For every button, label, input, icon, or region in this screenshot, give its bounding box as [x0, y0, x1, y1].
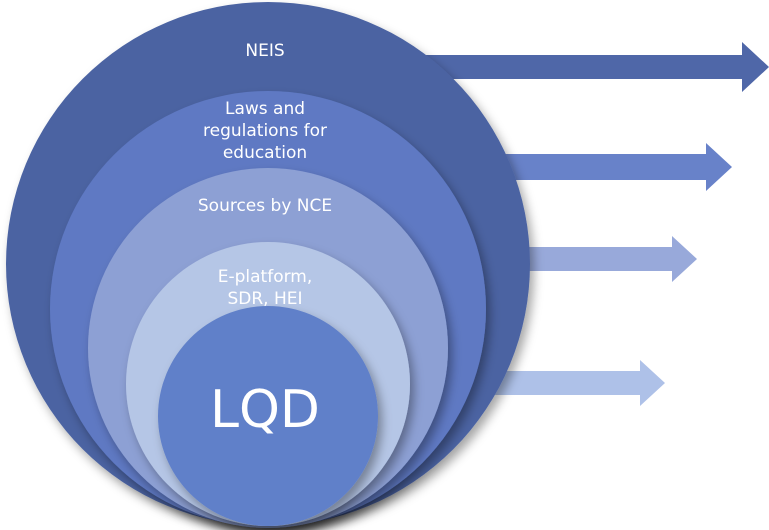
- label-e-platform: E-platform, SDR, HEI: [217, 267, 313, 309]
- label-sources-nce: Sources by NCE: [197, 196, 333, 216]
- label-lqd: LQD: [210, 380, 320, 440]
- circle-lqd: [158, 306, 378, 526]
- arrow-neis: [380, 42, 769, 92]
- label-neis: NEIS: [245, 41, 285, 61]
- label-laws-regulations: Laws and regulations for education: [203, 99, 327, 163]
